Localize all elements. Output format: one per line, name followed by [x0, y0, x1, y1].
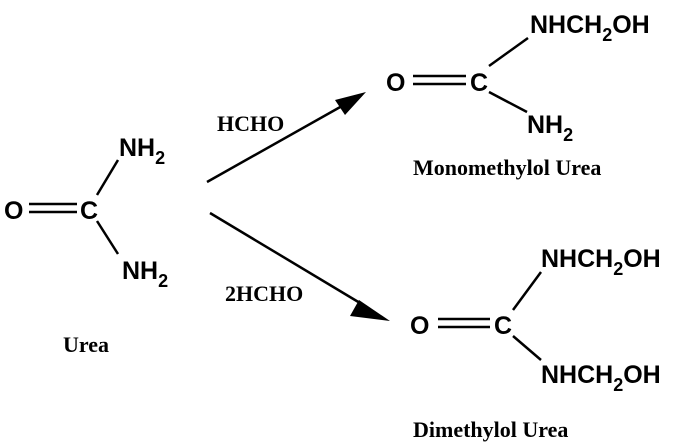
monomethylol-carbon: C — [470, 69, 488, 97]
urea-carbon: C — [80, 197, 98, 225]
urea-name-label: Urea — [63, 332, 109, 357]
dimethylol-urea-name-label: Dimethylol Urea — [413, 417, 568, 442]
urea-amine-top: NH2 — [119, 134, 165, 168]
monomethylol-urea-name-label: Monomethylol Urea — [413, 155, 601, 180]
dimethylol-bond-c-n-bottom — [512, 335, 542, 361]
dimethylol-oxygen: O — [410, 312, 429, 340]
reagent-2hcho-label: 2HCHO — [225, 281, 303, 306]
urea-bond-c-n-top — [95, 159, 120, 196]
monomethylol-bond-c-n-top — [488, 36, 529, 68]
urea-molecule: O C NH2 NH2 Urea — [4, 134, 168, 357]
urea-amine-bottom: NH2 — [122, 257, 168, 291]
dimethylol-urea-molecule: O C NHCH2OH NHCH2OH Dimethylol Urea — [410, 245, 661, 442]
reaction-arrow-bottom — [209, 211, 390, 321]
arrowhead-bottom — [350, 300, 390, 321]
monomethylol-urea-molecule: O C NHCH2OH NH2 Monomethylol Urea — [386, 11, 650, 180]
reaction-arrow-top — [206, 92, 366, 184]
monomethylol-hydroxymethylamino: NHCH2OH — [530, 11, 650, 45]
monomethylol-amine: NH2 — [527, 111, 573, 145]
urea-bond-c-n-bottom — [95, 220, 120, 255]
urea-oxygen: O — [4, 197, 23, 225]
dimethylol-bond-c-n-top — [511, 271, 543, 311]
arrowhead-top — [335, 92, 366, 115]
dimethylol-hydroxymethylamino-top: NHCH2OH — [541, 245, 661, 279]
dimethylol-hydroxymethylamino-bottom: NHCH2OH — [541, 361, 661, 395]
reagent-hcho-label: HCHO — [217, 111, 284, 136]
dimethylol-carbon: C — [494, 312, 512, 340]
monomethylol-bond-c-n-bottom — [488, 90, 528, 114]
monomethylol-oxygen: O — [386, 69, 405, 97]
